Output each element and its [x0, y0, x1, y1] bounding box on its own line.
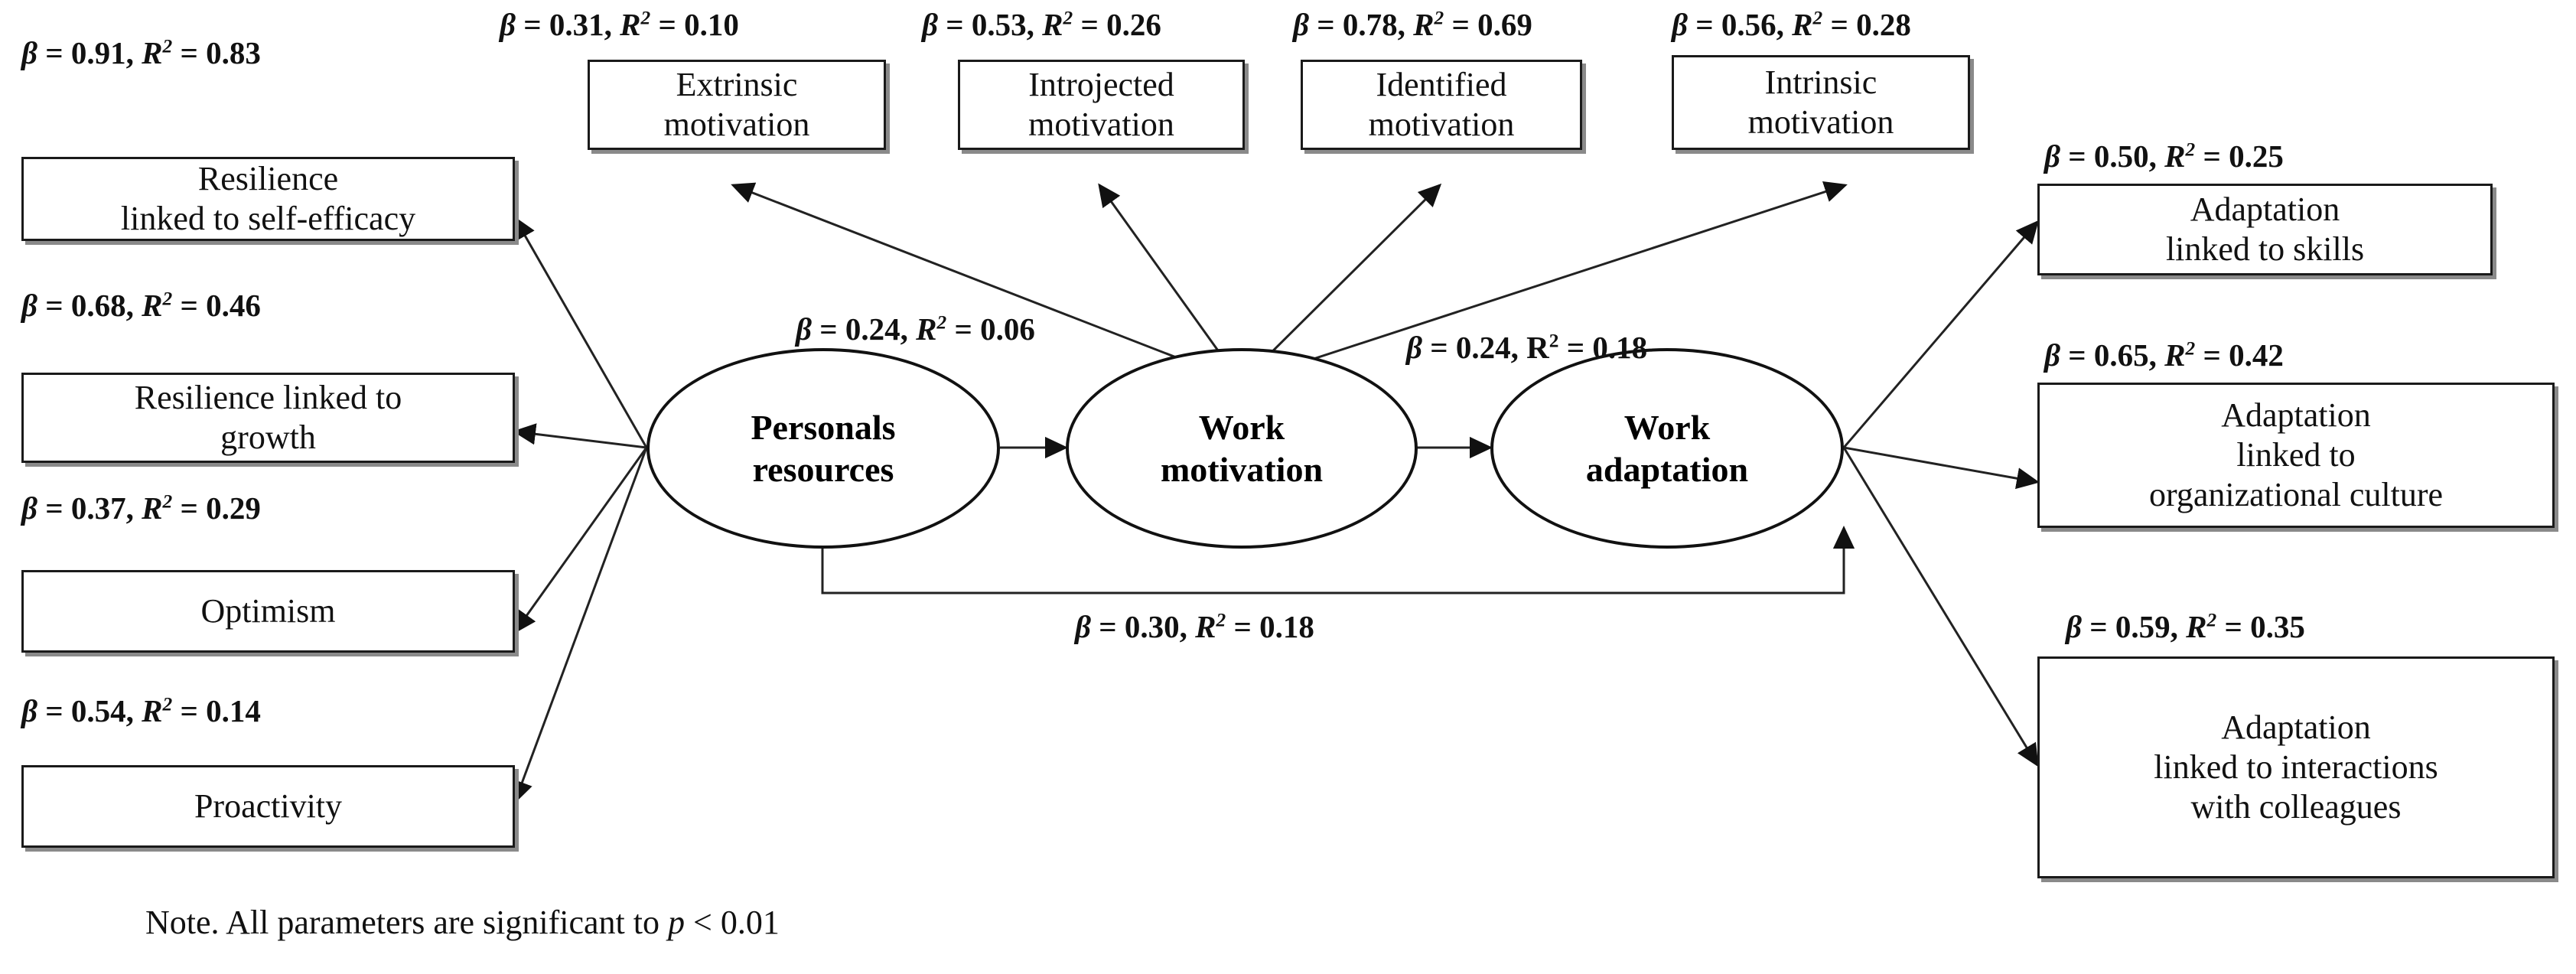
indicator-box-proactivity[interactable]: Proactivity: [21, 765, 515, 848]
coef-extrinsic-motivation: β = 0.31, R2 = 0.10: [500, 7, 739, 42]
latent-node-personal-resources[interactable]: Personals resources: [646, 348, 1000, 549]
coef-resilience-growth: β = 0.68, R2 = 0.46: [21, 288, 261, 323]
note-suffix: < 0.01: [685, 904, 780, 941]
coef-adaptation-interactions: β = 0.59, R2 = 0.35: [2066, 609, 2305, 644]
coef-adaptation-skills: β = 0.50, R2 = 0.25: [2044, 138, 2284, 174]
latent-node-work-motivation[interactable]: Work motivation: [1066, 348, 1418, 549]
latent-label-work-adaptation: Work adaptation: [1585, 407, 1749, 489]
coef-resilience-self-efficacy: β = 0.91, R2 = 0.83: [21, 35, 261, 70]
indicator-box-adaptation-culture[interactable]: Adaptation linked to organizational cult…: [2037, 383, 2555, 528]
edge-pr-resilience-self-efficacy: [513, 216, 648, 448]
edge-pr-optimism: [513, 447, 648, 634]
coef-intrinsic-motivation: β = 0.56, R2 = 0.28: [1672, 7, 1911, 42]
indicator-box-optimism[interactable]: Optimism: [21, 570, 515, 653]
indicator-box-intrinsic-motivation[interactable]: Intrinsic motivation: [1672, 55, 1970, 150]
coef-path-wm-to-wa: β = 0.24, R2 = 0.18: [1406, 330, 1648, 365]
latent-label-personal-resources: Personals resources: [751, 407, 896, 489]
edge-wa-skills: [1842, 220, 2039, 448]
indicator-label-adaptation-interactions: Adaptation linked to interactions with c…: [2154, 709, 2438, 826]
edge-pr-proactivity: [512, 447, 648, 804]
edge-pr-resilience-growth: [513, 423, 647, 449]
indicator-label-proactivity: Proactivity: [194, 787, 343, 826]
note-prefix: Note. All parameters are significant to: [145, 904, 668, 941]
indicator-label-introjected-motivation: Introjected motivation: [1028, 66, 1174, 143]
indicator-label-optimism: Optimism: [200, 592, 336, 630]
edge-wa-culture: [1843, 446, 2040, 490]
coef-proactivity: β = 0.54, R2 = 0.14: [21, 693, 261, 728]
indicator-label-intrinsic-motivation: Intrinsic motivation: [1747, 64, 1894, 141]
indicator-box-adaptation-skills[interactable]: Adaptation linked to skills: [2037, 184, 2493, 275]
indicator-box-identified-motivation[interactable]: Identified motivation: [1301, 60, 1582, 150]
note-p-symbol: p: [668, 904, 685, 941]
coef-path-pr-to-wm: β = 0.24, R2 = 0.06: [796, 311, 1035, 347]
indicator-box-extrinsic-motivation[interactable]: Extrinsic motivation: [588, 60, 886, 150]
edge-wa-interactions: [1842, 447, 2039, 767]
coef-adaptation-culture: β = 0.65, R2 = 0.42: [2044, 337, 2284, 373]
latent-label-work-motivation: Work motivation: [1160, 407, 1324, 489]
coef-identified-motivation: β = 0.78, R2 = 0.69: [1293, 7, 1532, 42]
latent-node-work-adaptation[interactable]: Work adaptation: [1490, 348, 1844, 549]
indicator-label-adaptation-culture: Adaptation linked to organizational cult…: [2148, 396, 2444, 513]
coef-introjected-motivation: β = 0.53, R2 = 0.26: [922, 7, 1161, 42]
diagram-note: Note. All parameters are significant to …: [145, 903, 780, 942]
indicator-label-extrinsic-motivation: Extrinsic motivation: [663, 66, 810, 143]
indicator-label-adaptation-skills: Adaptation linked to skills: [2165, 191, 2365, 268]
indicator-label-resilience-self-efficacy: Resilience linked to self-efficacy: [120, 160, 416, 237]
indicator-box-adaptation-interactions[interactable]: Adaptation linked to interactions with c…: [2037, 656, 2555, 878]
coef-path-pr-to-wa: β = 0.30, R2 = 0.18: [1075, 609, 1314, 644]
indicator-label-resilience-growth: Resilience linked to growth: [134, 379, 402, 456]
indicator-box-introjected-motivation[interactable]: Introjected motivation: [958, 60, 1245, 150]
indicator-label-identified-motivation: Identified motivation: [1368, 66, 1515, 143]
coef-optimism: β = 0.37, R2 = 0.29: [21, 490, 261, 526]
indicator-box-resilience-growth[interactable]: Resilience linked to growth: [21, 373, 515, 463]
indicator-box-resilience-self-efficacy[interactable]: Resilience linked to self-efficacy: [21, 157, 515, 241]
